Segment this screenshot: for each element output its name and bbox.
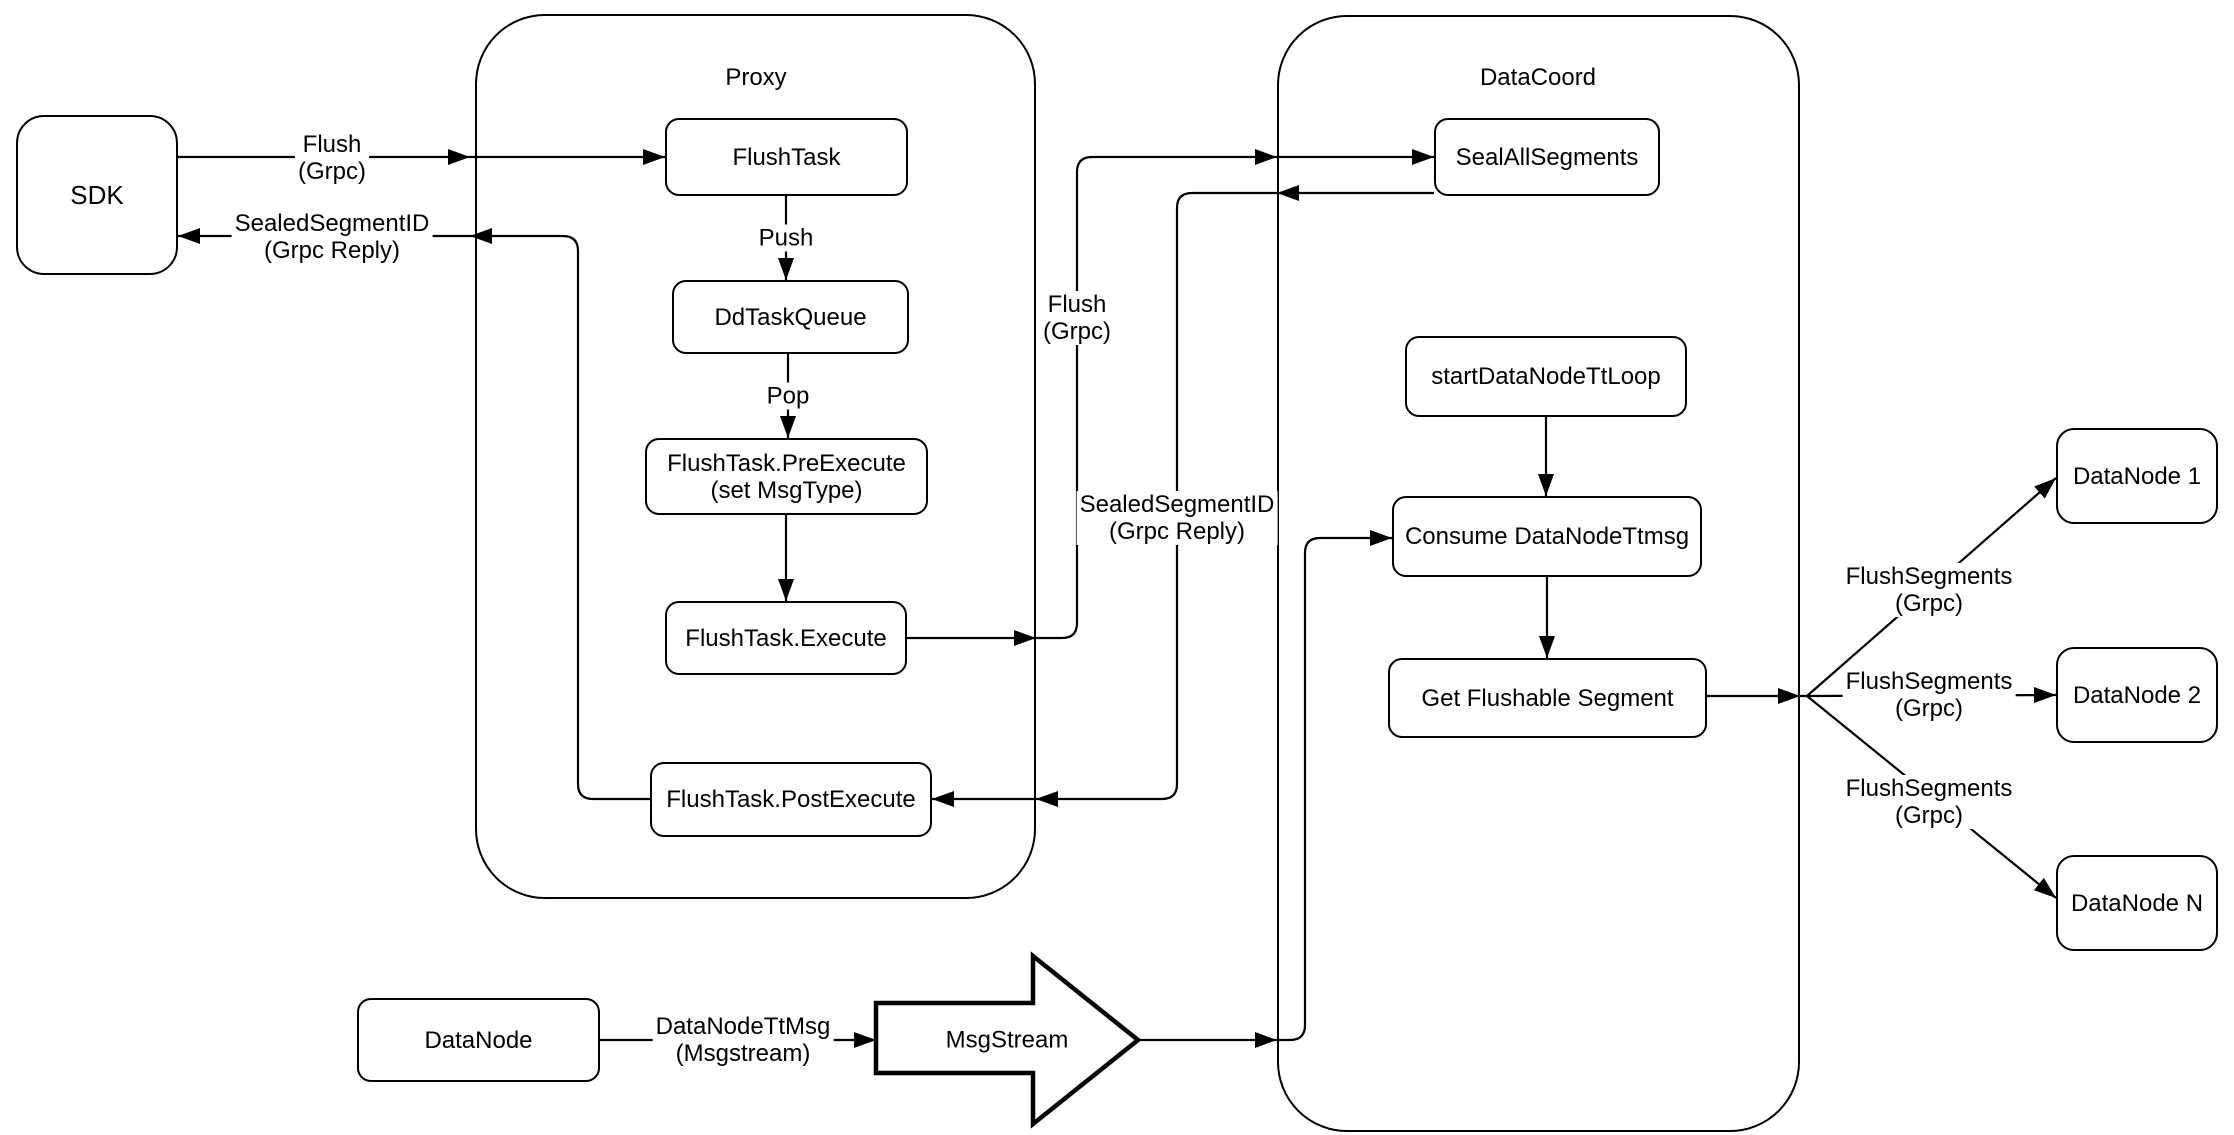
node-label: DataNode 1 — [2072, 462, 2202, 490]
arrowhead-icon — [448, 149, 470, 165]
node-label: FlushTask.PreExecute (set MsgType) — [667, 450, 906, 504]
node-flushtask-postexecute: FlushTask.PostExecute — [650, 762, 932, 837]
node-label: SDK — [70, 179, 124, 210]
proxy-title: Proxy — [725, 64, 787, 91]
arrowhead-icon — [1255, 149, 1277, 165]
node-label-line1: FlushTask.PreExecute — [667, 449, 906, 477]
edge-label-line1: FlushSegments — [1845, 668, 2013, 695]
msgstream-arrow-shape — [873, 951, 1142, 1129]
node-datanode-2: DataNode 2 — [2056, 647, 2218, 743]
node-label: startDataNodeTtLoop — [1431, 363, 1661, 390]
edge-label-line1: SealedSegmentID — [234, 210, 430, 237]
arrowhead-icon — [2034, 478, 2056, 499]
edge-label-line1: FlushSegments — [1845, 775, 2013, 802]
node-flushtask-execute: FlushTask.Execute — [665, 601, 907, 675]
node-datanode: DataNode — [357, 998, 600, 1082]
edge-label-pop: Pop — [763, 382, 813, 410]
edge-label-datanodettmsg: DataNodeTtMsg (Msgstream) — [652, 1013, 834, 1067]
edge-label-sealedsegmentid-sdk: SealedSegmentID (Grpc Reply) — [231, 210, 433, 264]
node-label: SealAllSegments — [1455, 143, 1639, 171]
arrowhead-icon — [1370, 530, 1392, 546]
arrowhead-icon — [1778, 688, 1800, 704]
proxy-container — [475, 14, 1036, 899]
edge-label-line1: FlushSegments — [1845, 563, 2013, 590]
node-label: DataNode 2 — [2072, 681, 2202, 709]
node-datanode-1: DataNode 1 — [2056, 428, 2218, 524]
arrowhead-icon — [1539, 636, 1555, 658]
edge-label-flushsegments-2: FlushSegments (Grpc) — [1842, 668, 2016, 722]
node-label: Consume DataNodeTtmsg — [1404, 523, 1690, 550]
node-flushtask-preexecute: FlushTask.PreExecute (set MsgType) — [645, 438, 928, 515]
node-label: Get Flushable Segment — [1421, 684, 1674, 712]
edge-label-line2: (Grpc) — [1043, 318, 1111, 345]
arrowhead-icon — [1014, 630, 1036, 646]
arrowhead-icon — [780, 416, 796, 438]
edge-label-line2: (Grpc Reply) — [263, 237, 401, 264]
datacoord-container — [1277, 15, 1800, 1132]
node-label: FlushTask.Execute — [685, 624, 887, 652]
edge-label-push: Push — [755, 224, 817, 252]
arrowhead-icon — [1036, 791, 1058, 807]
arrowhead-icon — [778, 579, 794, 601]
edge-execute-to-sealallsegments — [907, 155, 1434, 640]
node-datanode-n: DataNode N — [2056, 855, 2218, 951]
node-label: DdTaskQueue — [714, 303, 867, 331]
node-label: FlushTask.PostExecute — [666, 786, 916, 813]
arrowhead-icon — [470, 228, 492, 244]
arrowhead-icon — [178, 228, 200, 244]
arrowhead-icon — [1277, 185, 1299, 201]
node-label: DataNode N — [2070, 889, 2204, 917]
edge-label-flushsegments-1: FlushSegments (Grpc) — [1842, 563, 2016, 617]
node-sealallsegments: SealAllSegments — [1434, 118, 1660, 196]
edge-msgstream-to-consume — [1138, 536, 1392, 1042]
edge-label-line2: (Grpc Reply) — [1108, 518, 1246, 545]
arrowhead-icon — [854, 1032, 876, 1048]
datacoord-title: DataCoord — [1479, 64, 1597, 91]
node-consume-datanodettmsg: Consume DataNodeTtmsg — [1392, 496, 1702, 577]
arrowhead-icon — [778, 258, 794, 280]
node-label: DataNode — [424, 1026, 533, 1054]
node-startdatanodettloop: startDataNodeTtLoop — [1405, 336, 1687, 417]
node-get-flushable-segment: Get Flushable Segment — [1388, 658, 1707, 738]
edge-label-line2: (Msgstream) — [675, 1040, 811, 1067]
arrowhead-icon — [2034, 687, 2056, 703]
edge-label-flushsegments-3: FlushSegments (Grpc) — [1842, 775, 2016, 829]
node-sdk: SDK — [16, 115, 178, 275]
node-flushtask: FlushTask — [665, 118, 908, 196]
edge-label-line2: (Grpc) — [1895, 695, 1963, 722]
msgstream-label: MsgStream — [945, 1026, 1069, 1054]
arrowhead-icon — [1412, 149, 1434, 165]
arrowhead-icon — [932, 791, 954, 807]
arrowhead-icon — [1538, 474, 1554, 496]
node-label-line2: (set MsgType) — [710, 476, 863, 504]
edge-label-line1: Flush — [302, 131, 362, 158]
arrowhead-icon — [643, 149, 665, 165]
edge-label-flush-grpc-datacoord: Flush (Grpc) — [1040, 291, 1114, 345]
edge-label-line1: Flush — [1047, 291, 1107, 318]
node-label: FlushTask — [732, 143, 841, 171]
edge-label-sealedsegmentid-datacoord: SealedSegmentID (Grpc Reply) — [1076, 491, 1278, 545]
edge-label-flush-grpc-sdk: Flush (Grpc) — [295, 131, 369, 185]
arrowhead-icon — [2033, 877, 2056, 898]
edge-postexecute-to-sdk — [178, 234, 650, 801]
edge-label-line1: DataNodeTtMsg — [655, 1013, 831, 1040]
edge-label-line2: (Grpc) — [1895, 802, 1963, 829]
arrowhead-icon — [1255, 1032, 1277, 1048]
edge-label-line2: (Grpc) — [298, 158, 366, 185]
node-ddtaskqueue: DdTaskQueue — [672, 280, 909, 354]
edge-label-line1: SealedSegmentID — [1079, 491, 1275, 518]
edge-label-line2: (Grpc) — [1895, 590, 1963, 617]
